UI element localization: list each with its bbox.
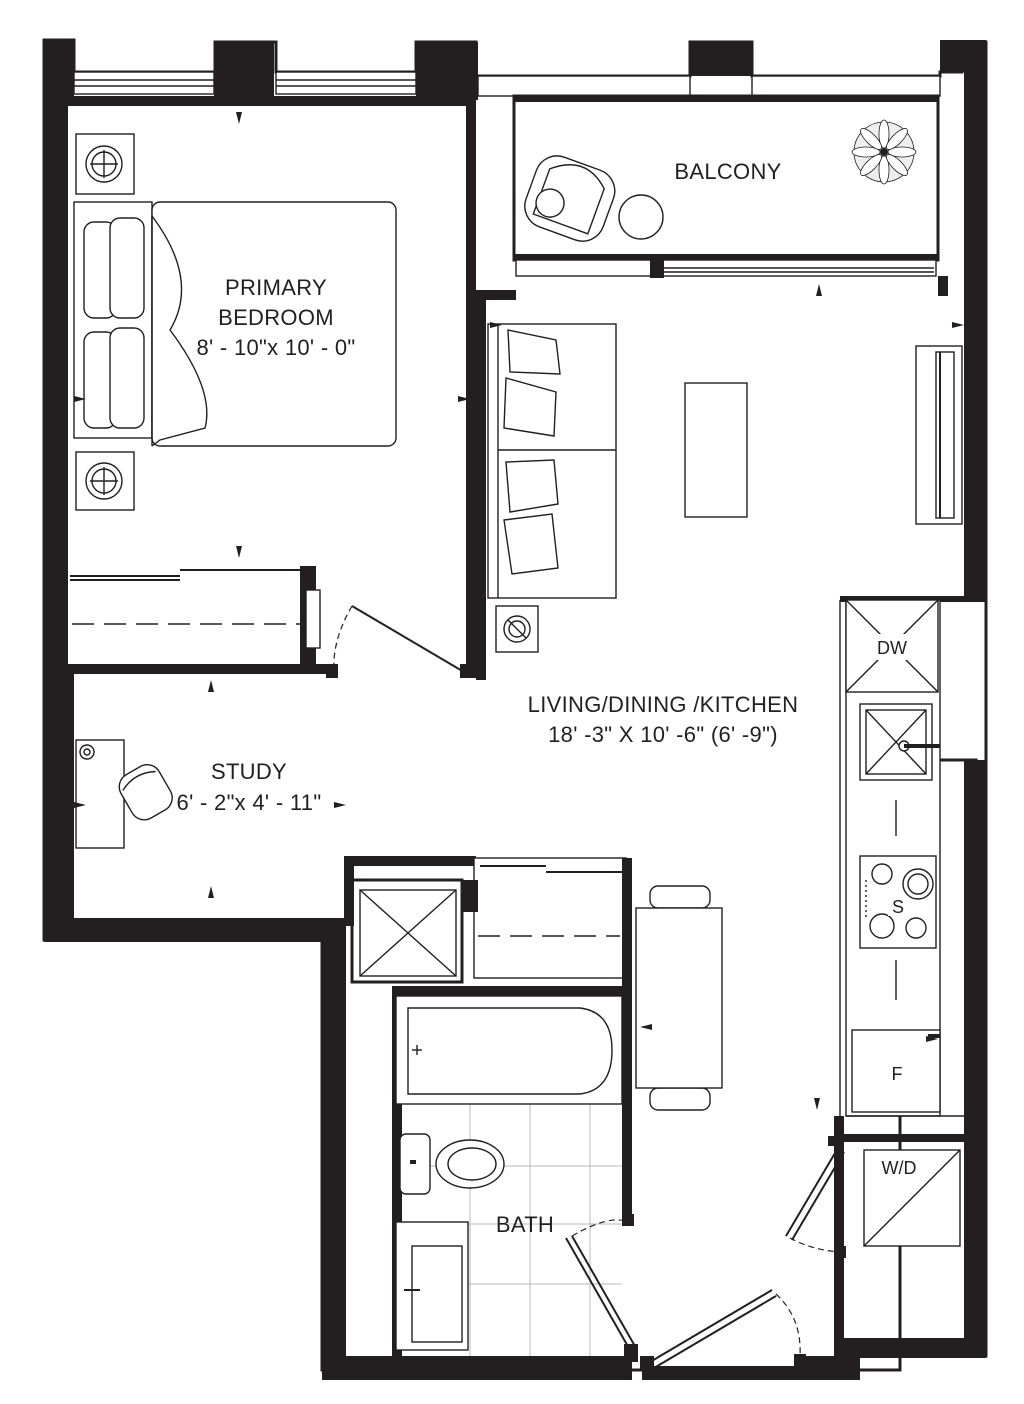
windows	[73, 71, 941, 97]
side-table	[618, 194, 664, 240]
plant-icon	[851, 119, 917, 185]
floor-lamp-icon	[495, 605, 539, 653]
markers	[74, 112, 964, 1110]
fridge	[851, 1029, 941, 1113]
bath-door	[565, 1214, 638, 1362]
lounge-chair	[524, 155, 616, 242]
primary-bedroom	[68, 96, 476, 678]
living-area	[476, 276, 986, 1111]
bedroom-name-line1: PRIMARY	[225, 275, 327, 300]
kitchen-sink	[859, 703, 940, 781]
toilet	[399, 1133, 505, 1195]
study-dimensions: 6' - 2"x 4' - 11"	[177, 790, 322, 815]
balcony-label: BALCONY	[674, 159, 781, 184]
dining-table	[635, 885, 723, 1111]
bedroom-dimensions: 8' - 10"x 10' - 0"	[196, 335, 355, 360]
washer-dryer	[863, 1149, 961, 1247]
study-name: STUDY	[211, 759, 287, 784]
room-labels: BALCONY PRIMARY BEDROOM 8' - 10"x 10' - …	[177, 159, 799, 1237]
storage-closets	[350, 857, 632, 1224]
entry	[640, 1116, 984, 1376]
tv-unit	[915, 345, 963, 525]
exterior-walls	[42, 38, 988, 1380]
living-dimensions: 18' -3" X 10' -6" (6' -9")	[548, 722, 778, 747]
sofa	[487, 323, 617, 599]
fridge-label: F	[892, 1064, 903, 1084]
desk-chair	[118, 764, 173, 821]
bed	[73, 201, 397, 447]
coffee-table	[684, 382, 748, 518]
cooktop	[859, 855, 937, 949]
study-desk	[75, 739, 125, 849]
bathroom	[392, 986, 638, 1366]
kitchen	[839, 599, 964, 1120]
balcony	[512, 94, 940, 278]
entry-door	[640, 1289, 806, 1370]
bath-vanity	[395, 1221, 469, 1351]
fixture-labels: DW S F W/D	[877, 638, 917, 1178]
living-name: LIVING/DINING /KITCHEN	[528, 692, 799, 717]
bathtub	[395, 995, 623, 1105]
bedroom-name-line2: BEDROOM	[218, 305, 334, 330]
bedroom-closet	[70, 566, 321, 672]
dishwasher-label: DW	[877, 638, 907, 658]
bedroom-door	[326, 605, 476, 678]
hall-closet	[462, 857, 632, 1224]
dishwasher	[845, 599, 939, 693]
washer-dryer-label: W/D	[882, 1158, 917, 1178]
bath-name: BATH	[496, 1212, 554, 1237]
wd-closet-door	[785, 1136, 846, 1258]
study	[68, 674, 476, 926]
stove-label: S	[892, 897, 904, 917]
